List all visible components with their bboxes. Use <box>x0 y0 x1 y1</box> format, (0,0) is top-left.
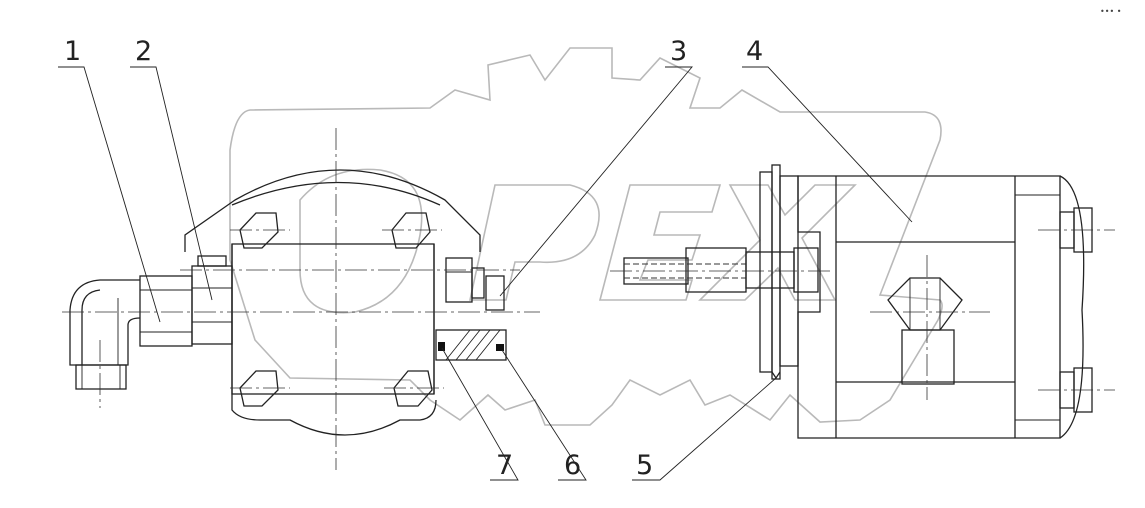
pump-end-bolt-bottom <box>1038 367 1115 413</box>
callout-4: 4 <box>746 36 763 67</box>
leader-3 <box>499 66 693 297</box>
gear-pump-body <box>797 175 1085 439</box>
flange-bolt-top-left <box>230 212 290 249</box>
watermark-letter-x <box>698 184 857 301</box>
o-ring-seal-6 <box>496 344 504 351</box>
elbow-fitting <box>69 279 141 408</box>
leader-5 <box>632 377 777 481</box>
callout-2: 2 <box>135 36 152 67</box>
watermark-letter-e <box>598 184 722 301</box>
watermark-letter-p <box>469 184 600 301</box>
callout-6: 6 <box>564 450 581 481</box>
leader-6 <box>501 349 587 481</box>
side-bolt <box>445 257 505 311</box>
corner-mark: ••• • <box>1100 7 1121 16</box>
pump-port <box>870 255 990 400</box>
flange-bolt-bottom-left <box>230 370 290 407</box>
leader-lines <box>58 66 913 481</box>
callout-3: 3 <box>670 36 687 67</box>
opex-watermark-logo <box>229 47 943 426</box>
fitting-body <box>139 275 193 347</box>
flange-bolt-bottom-right <box>384 370 444 407</box>
leader-2 <box>130 66 213 301</box>
spacer-section <box>435 329 507 361</box>
watermark-letter-o <box>299 168 423 314</box>
leader-7 <box>441 347 519 481</box>
callout-5: 5 <box>636 450 653 481</box>
pump-end-bolt-top <box>1038 207 1115 253</box>
flange-bolt-top-right <box>382 212 442 249</box>
callout-7: 7 <box>496 450 513 481</box>
flange-body <box>184 169 481 436</box>
watermark-gear-outline <box>229 47 943 426</box>
o-ring-seal-7 <box>438 342 445 351</box>
mounting-plate <box>759 164 799 380</box>
leader-1 <box>58 66 161 323</box>
callout-1: 1 <box>64 36 81 67</box>
drive-shaft <box>610 247 830 293</box>
leader-4 <box>742 66 913 223</box>
